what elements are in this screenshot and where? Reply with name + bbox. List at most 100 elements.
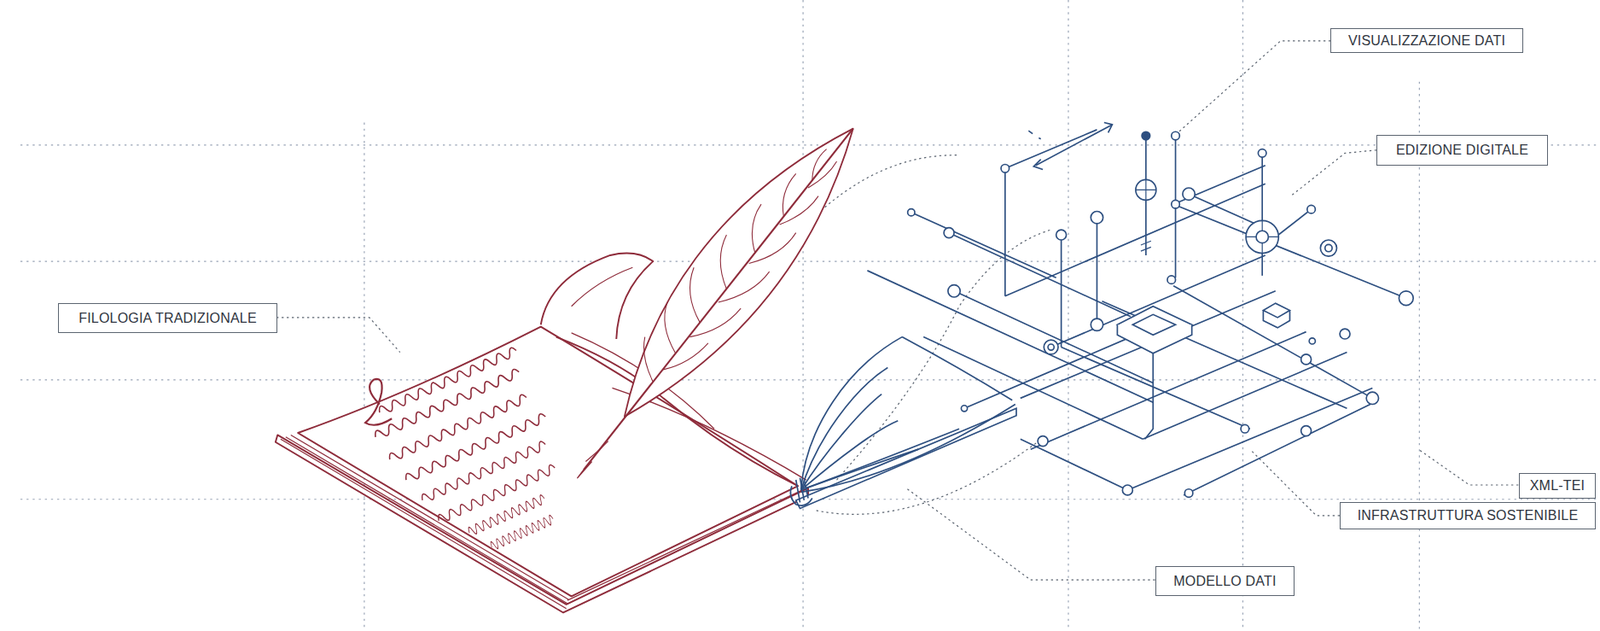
- data-network-part-part: [1171, 199, 1181, 209]
- data-network-part: [1145, 343, 1154, 439]
- data-network-part-part: [1122, 484, 1133, 495]
- data-network-part-part: [1309, 337, 1315, 344]
- data-network-part-part: [1141, 131, 1151, 140]
- data-network-part-part: [1090, 211, 1103, 224]
- data-network-part-part: [1047, 343, 1054, 350]
- data-network-part: [907, 131, 1414, 497]
- grid-lines-part: [363, 122, 365, 631]
- data-network-part: [923, 337, 1143, 440]
- data-network-part: [1028, 130, 1041, 140]
- data-network-part-part: [1339, 328, 1350, 339]
- handwriting-part: [365, 378, 392, 425]
- data-network-part: [1142, 352, 1347, 440]
- callout-label: FILOLOGIA TRADIZIONALE: [78, 310, 257, 326]
- data-network-part-part: [1167, 275, 1176, 285]
- quill-part: [644, 149, 838, 383]
- data-network-part: [1261, 152, 1263, 275]
- quill-part-part: [689, 308, 741, 337]
- data-network-part-part: [1043, 339, 1059, 355]
- data-network-part: [866, 270, 1153, 402]
- quill-part-part: [720, 234, 727, 289]
- data-network-part-part: [907, 209, 915, 216]
- data-network-part: [1060, 234, 1063, 348]
- grid-lines-part: [1242, 0, 1244, 631]
- quill-part-part: [749, 232, 797, 264]
- quill-part-part: [644, 337, 654, 383]
- grid-lines-part: [802, 0, 803, 631]
- data-network-part: [1061, 347, 1251, 430]
- leader-lines-part: [1418, 448, 1519, 485]
- handwriting-part: [377, 346, 518, 416]
- callout-box: XML-TEI: [1518, 472, 1596, 499]
- leader-lines-part: [276, 317, 401, 353]
- data-network-part-part: [1301, 354, 1312, 365]
- handwriting-part: [403, 412, 547, 483]
- data-network-part: [1005, 129, 1098, 169]
- data-network-part: [1173, 165, 1266, 204]
- leader-lines-part: [1291, 150, 1377, 197]
- data-network-part-part: [1056, 229, 1067, 240]
- blue-book-part: [796, 477, 809, 503]
- data-network-part: [1033, 159, 1043, 170]
- data-network-part: [1173, 285, 1373, 399]
- data-network-part-part: [1090, 318, 1103, 331]
- callout-label: INFRASTRUTTURA SOSTENIBILE: [1357, 507, 1579, 524]
- data-network-part-part: [1184, 488, 1193, 498]
- quill-part-part: [779, 196, 819, 225]
- data-network-part: [1030, 331, 1307, 450]
- data-network-part-part: [1320, 239, 1337, 256]
- quill-part-part: [664, 302, 676, 354]
- callout-label: EDIZIONE DIGITALE: [1396, 142, 1529, 158]
- quill-part: [577, 460, 593, 478]
- blue-book-part: [901, 337, 1013, 401]
- data-network-part: [948, 232, 1131, 317]
- data-network-part-part: [1182, 187, 1195, 200]
- data-network-part: [1035, 124, 1113, 166]
- leader-lines-part: [906, 488, 1156, 581]
- handwriting-part: [489, 514, 556, 551]
- red-book-part: [297, 326, 798, 597]
- handwriting-part: [387, 393, 529, 463]
- grid-lines-part: [20, 261, 1600, 262]
- quill-part-part: [782, 173, 796, 216]
- grid-lines-part: [20, 378, 1600, 380]
- data-network-part-part: [1171, 131, 1181, 140]
- quill-part: [585, 441, 608, 462]
- data-network-part-part: [1301, 425, 1312, 437]
- data-network-part-part: [948, 285, 960, 297]
- data-network-part-part: [1257, 149, 1267, 158]
- quill-part-part: [808, 161, 837, 188]
- grid-lines-part: [20, 144, 1600, 146]
- data-network-part-part: [943, 227, 955, 239]
- blue-book-part: [801, 366, 889, 489]
- handwriting-part: [436, 463, 558, 524]
- leader-lines-part: [1250, 448, 1340, 516]
- handwriting-part: [466, 494, 547, 536]
- data-network-part: [1132, 314, 1176, 335]
- data-network-part: [1262, 302, 1290, 328]
- data-network-part: [1127, 387, 1373, 490]
- data-network-part-part: [1325, 244, 1333, 251]
- leader-lines-part: [1175, 40, 1332, 135]
- blue-book-part: [801, 420, 899, 490]
- data-network-part: [1117, 324, 1192, 353]
- data-network-part-part: [1307, 204, 1316, 214]
- blue-book: [790, 337, 1017, 509]
- data-network-part: [1104, 122, 1113, 133]
- data-network-part: [1004, 168, 1007, 296]
- data-network-part: [1020, 290, 1276, 399]
- data-network-part: [1183, 402, 1373, 495]
- handwriting-part: [372, 367, 521, 441]
- callout-box: VISUALIZZAZIONE DATI: [1330, 28, 1524, 53]
- data-network-part-part: [1037, 436, 1048, 447]
- data-network-part-part: [960, 405, 967, 412]
- handwriting: [365, 346, 557, 551]
- quill: [577, 128, 854, 478]
- data-network-part-part: [1366, 391, 1379, 404]
- callout-label: XML-TEI: [1530, 477, 1586, 494]
- data-network-part-part: [1398, 290, 1414, 306]
- data-network-part: [1005, 183, 1266, 297]
